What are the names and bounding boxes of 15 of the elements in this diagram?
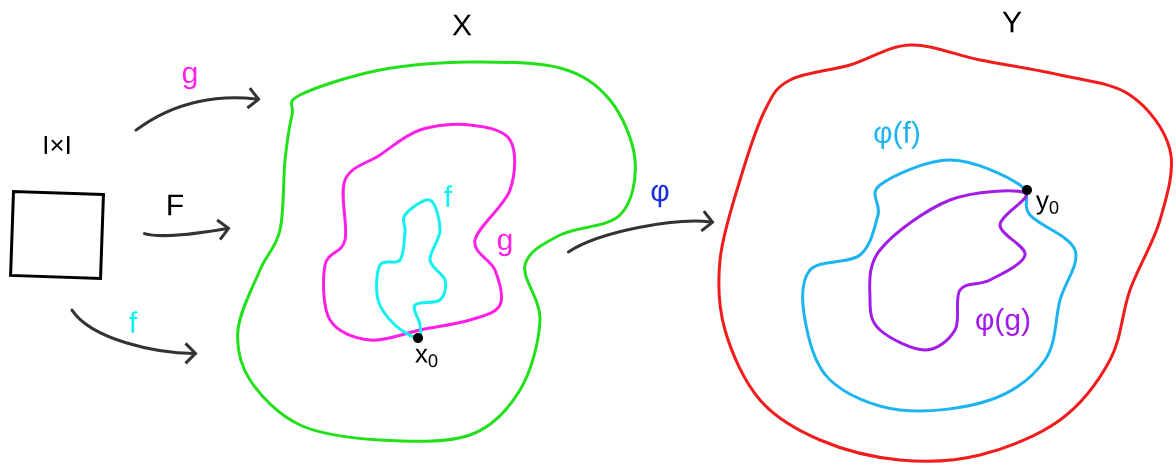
curve-label: f (444, 185, 453, 207)
square-label: I×I (44, 136, 70, 154)
arrow (566, 210, 715, 254)
space-label: X (452, 14, 472, 36)
arrow (143, 218, 231, 241)
edge-label: F (168, 194, 183, 216)
arrow (134, 87, 261, 132)
arrow (70, 308, 198, 365)
curve-label: φ(g) (976, 308, 1030, 336)
edge-label: f (129, 311, 138, 333)
edge-label: g (182, 66, 197, 90)
curve-label: φ(f) (874, 121, 919, 149)
curve-label: g (497, 233, 512, 257)
edge-label: φ (651, 184, 669, 208)
space-label: Y (1002, 11, 1022, 33)
